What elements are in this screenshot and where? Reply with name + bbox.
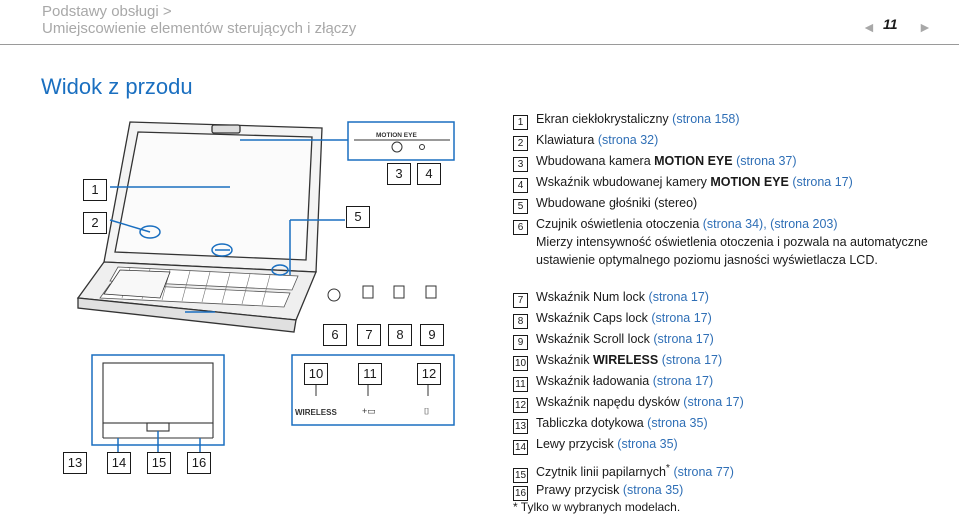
header-divider — [0, 44, 959, 45]
page-link[interactable]: (strona 158) — [672, 112, 740, 126]
footnote: * Tylko w wybranych modelach. — [513, 500, 681, 514]
breadcrumb-current: Umiejscowienie elementów sterujących i z… — [42, 20, 357, 37]
callout-11: 11 — [358, 363, 382, 385]
page-link[interactable]: (strona 17) — [651, 311, 712, 325]
callout-16: 16 — [187, 452, 211, 474]
page-link[interactable]: (strona 34), (strona 203) — [702, 217, 838, 231]
callout-6: 6 — [323, 324, 347, 346]
page-link[interactable]: (strona 35) — [622, 483, 684, 497]
callout-12: 12 — [417, 363, 441, 385]
callout-13: 13 — [63, 452, 87, 474]
disk-drive-icon: ⌷ — [424, 406, 429, 416]
callout-2: 2 — [83, 212, 107, 234]
charge-icon: +▭ — [362, 406, 376, 416]
callout-10: 10 — [304, 363, 328, 385]
callout-1: 1 — [83, 179, 107, 201]
callout-9: 9 — [420, 324, 444, 346]
page-link[interactable]: (strona 17) — [652, 374, 714, 388]
callout-8: 8 — [388, 324, 412, 346]
page-link[interactable]: (strona 32) — [597, 133, 659, 147]
page-link[interactable]: (strona 17) — [683, 395, 744, 409]
callout-5: 5 — [346, 206, 370, 228]
laptop-illustration — [76, 121, 350, 333]
motion-eye-label: MOTION EYE — [376, 132, 417, 139]
next-page-arrow-icon[interactable]: ► — [918, 19, 932, 35]
page-link[interactable]: (strona 17) — [648, 290, 709, 304]
sensor-description: Mierzy intensywność oświetlenia otoczeni… — [536, 235, 928, 267]
page-number: 11 — [883, 16, 898, 32]
page-link[interactable]: (strona 17) — [653, 332, 714, 346]
laptop-front-view-figure: MOTION EYE WIRELESS +▭ ⌷ — [76, 121, 455, 452]
page-link[interactable]: (strona 17) — [658, 353, 723, 367]
camera-inset — [347, 121, 455, 161]
breadcrumb-parent[interactable]: Podstawy obsługi > — [42, 3, 172, 20]
page-link[interactable]: (strona 35) — [647, 416, 708, 430]
touchpad-inset — [91, 354, 225, 446]
callout-3: 3 — [387, 163, 411, 185]
page-link[interactable]: (strona 35) — [617, 437, 678, 451]
page-link[interactable]: (strona 37) — [732, 154, 797, 168]
wireless-label: WIRELESS — [295, 408, 337, 417]
callout-7: 7 — [357, 324, 381, 346]
section-title: Widok z przodu — [41, 74, 193, 99]
page-link[interactable]: (strona 77) — [669, 465, 734, 480]
prev-page-arrow-icon[interactable]: ◄ — [862, 19, 876, 35]
callout-14: 14 — [107, 452, 131, 474]
callout-15: 15 — [147, 452, 171, 474]
callout-4: 4 — [417, 163, 441, 185]
page-link[interactable]: (strona 17) — [788, 175, 853, 189]
